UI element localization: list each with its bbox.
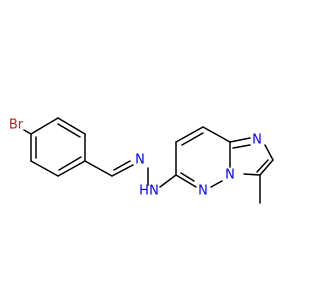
bond-pyr-3 <box>202 126 231 143</box>
bond-benzene-5-inner <box>57 123 81 138</box>
bond-benzene-5 <box>57 117 86 135</box>
atom-n-pyridazine: N <box>198 184 208 199</box>
bond-nh-c <box>159 174 177 188</box>
atom-n-bridge: N <box>225 168 235 183</box>
bond-tri-4 <box>243 173 261 176</box>
bonds <box>23 117 274 204</box>
bond-tri-3-inner <box>256 159 269 173</box>
atom-n-triazole-1: N <box>252 133 262 148</box>
bond-benzene-3 <box>57 160 86 177</box>
bond-benzene-3-inner <box>58 156 82 171</box>
bond-tri-2 <box>264 144 274 161</box>
bond-pyr-6 <box>175 174 197 188</box>
bond-pyr-6-inner <box>180 172 195 182</box>
atom-br: Br <box>9 118 24 133</box>
bond-ring-ch <box>84 160 113 177</box>
bond-pyr-2 <box>175 126 204 143</box>
bond-benzene-2 <box>30 160 59 177</box>
bond-pyr-5 <box>210 180 223 188</box>
atom-nh-hydrogen: H <box>139 184 149 199</box>
atom-n-hydrazone-1: N <box>135 153 145 168</box>
bond-tri-3 <box>259 159 274 176</box>
atom-n-hydrazone-2: N <box>149 184 159 199</box>
structure-svg: Br N N H N N N N <box>0 0 300 300</box>
atom-labels: Br N N H N N N N <box>9 118 262 199</box>
bond-tri-1-inner <box>232 144 251 149</box>
bond-c-br <box>23 129 32 135</box>
bond-tri-1 <box>229 137 251 143</box>
bond-ch-n-1 <box>111 164 134 177</box>
bond-pyr-2-inner <box>181 132 204 146</box>
bond-ch-n-2 <box>113 160 131 171</box>
molecule-diagram: Br N N H N N N N <box>0 0 300 300</box>
bond-benzene-6 <box>30 117 59 135</box>
background <box>0 0 300 300</box>
